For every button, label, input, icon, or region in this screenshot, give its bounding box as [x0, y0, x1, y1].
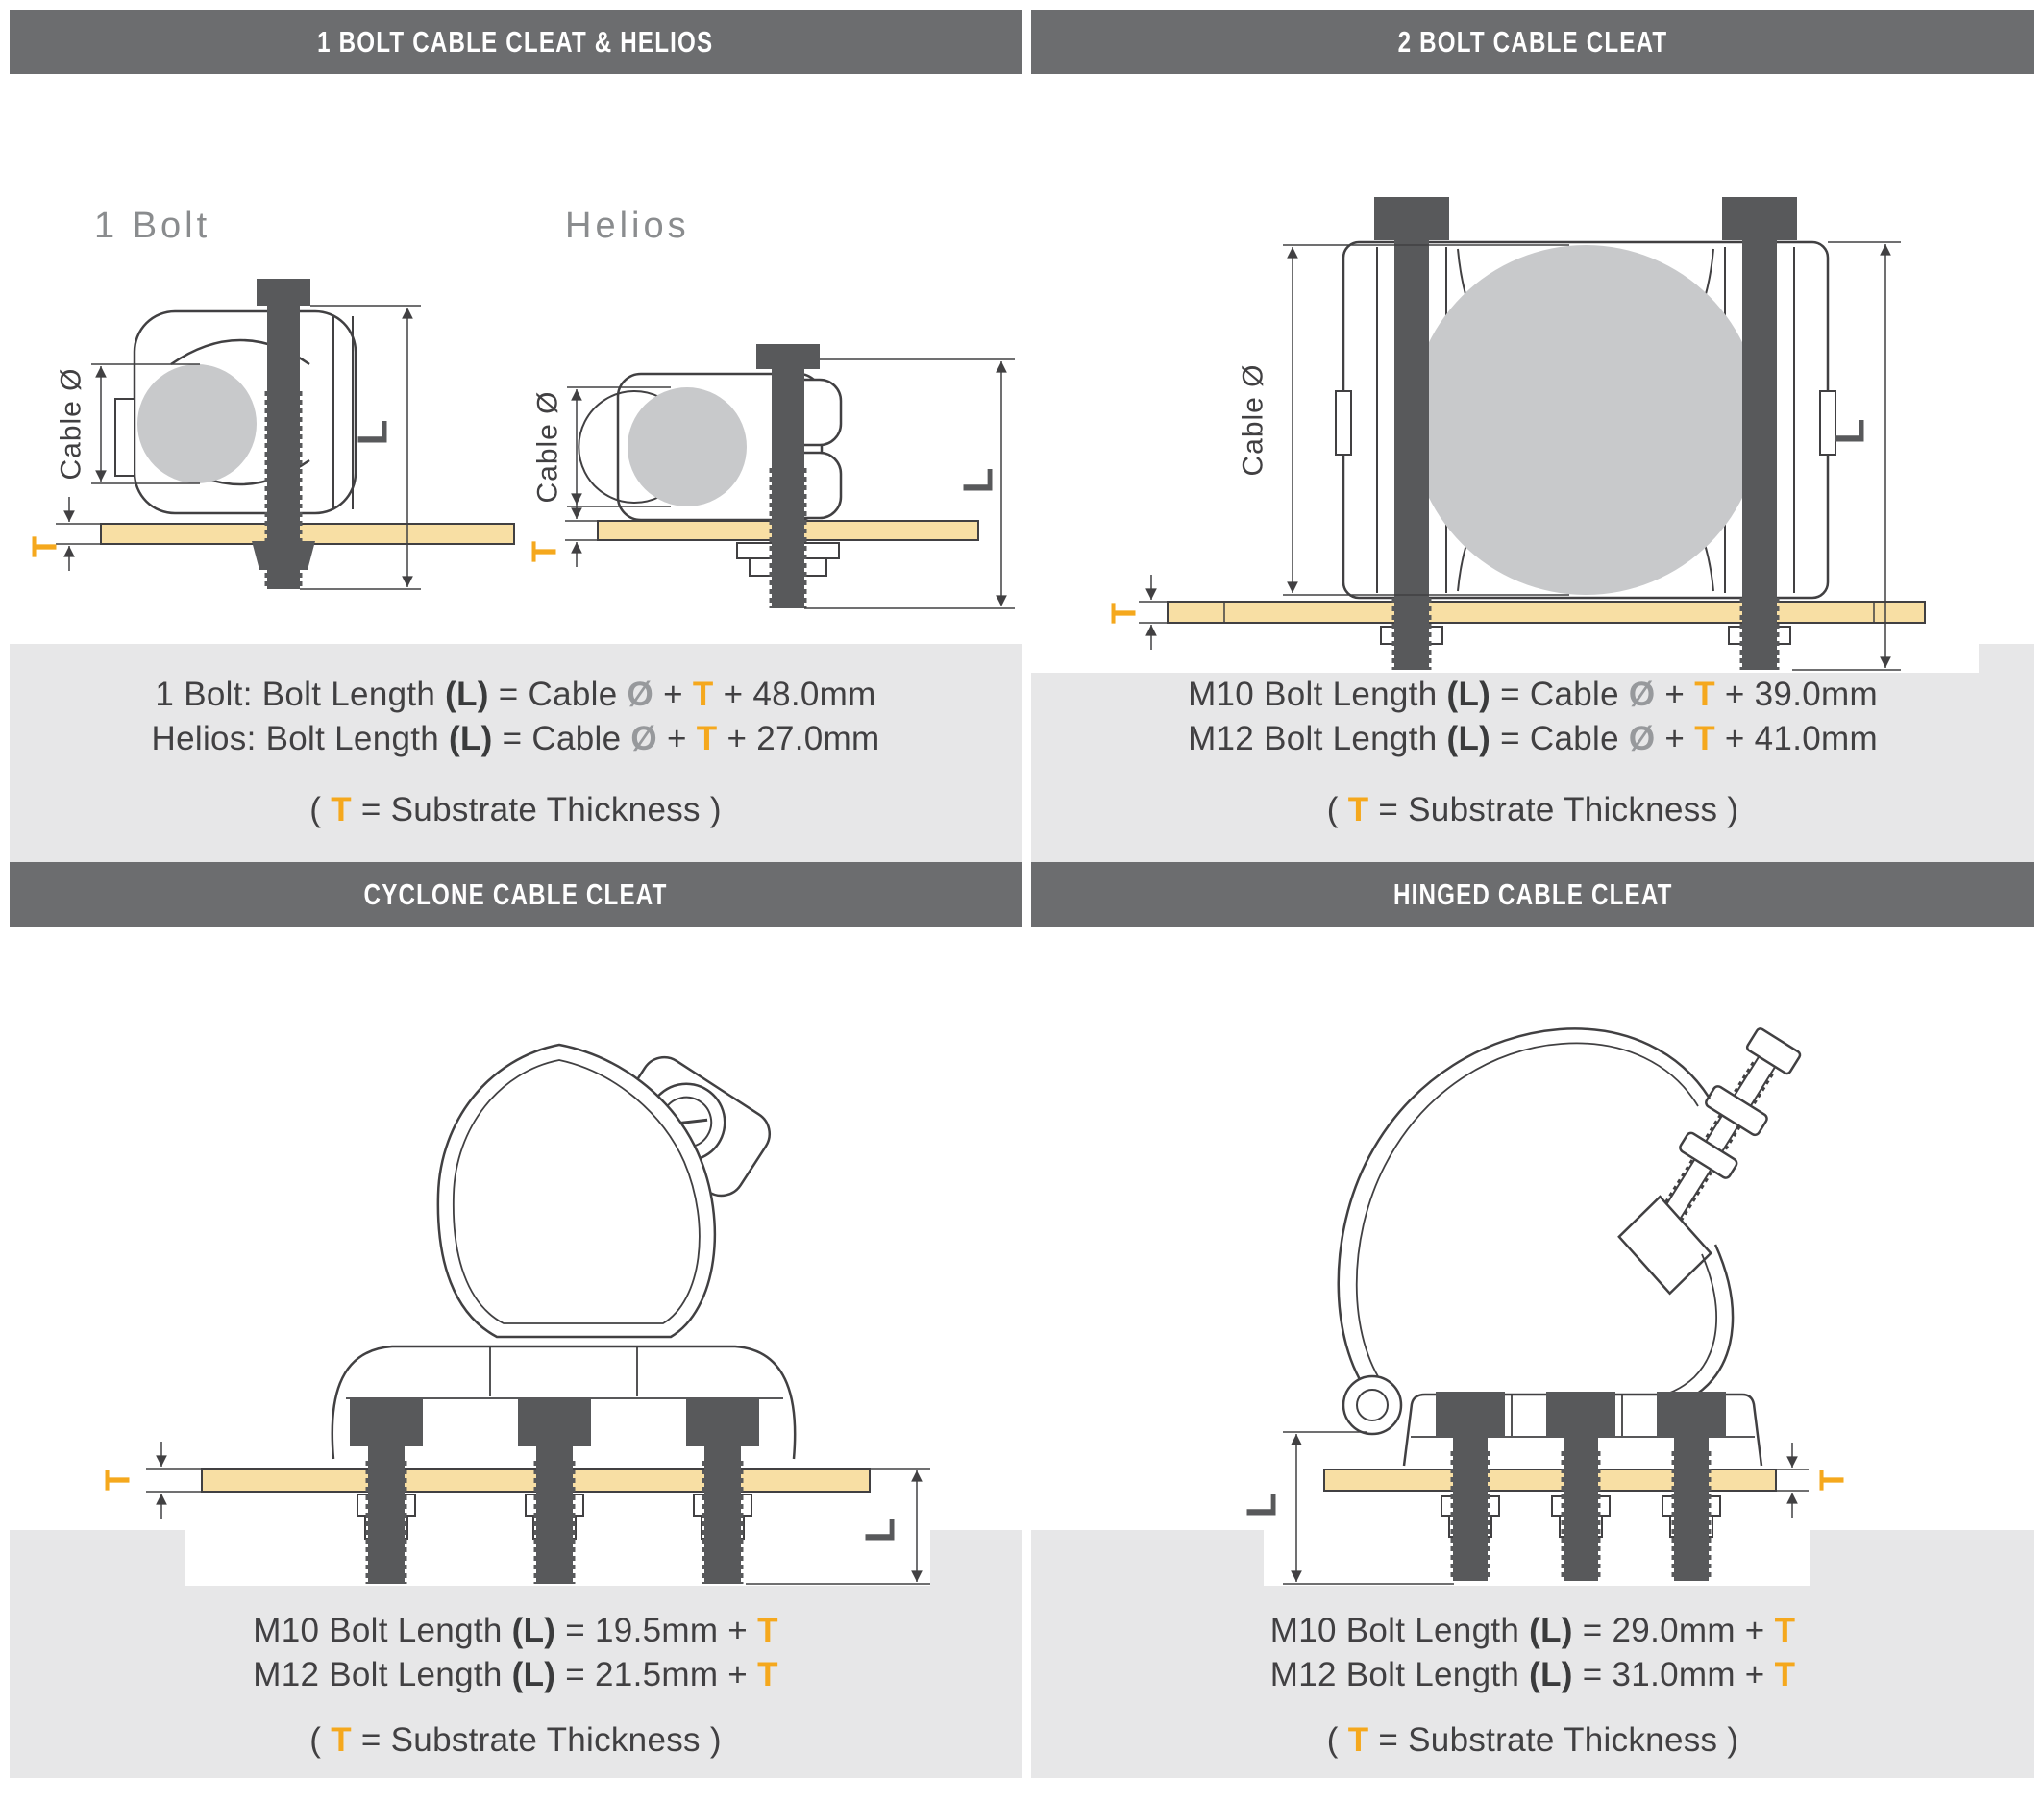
formula-line: M10 Bolt Length (L) = Cable Ø + T + 39.0…: [1188, 676, 1878, 713]
header-two-bolt-label: 2 BOLT CABLE CLEAT: [1397, 24, 1668, 59]
bolt-head: [518, 1398, 591, 1446]
formula-note: ( T = Substrate Thickness ): [309, 1721, 722, 1759]
bolt-length-label: L: [955, 468, 1002, 494]
bolt-shaft: [1564, 1437, 1598, 1581]
header-one-bolt: 1 BOLT CABLE CLEAT & HELIOS: [10, 10, 1022, 74]
header-hinged-label: HINGED CABLE CLEAT: [1392, 877, 1673, 911]
one-bolt-diagram-label: 1 Bolt: [94, 206, 210, 246]
cable-diameter-label: Cable Ø: [1238, 363, 1269, 476]
substrate-bar: [1167, 601, 1926, 624]
cable-diameter-label: Cable Ø: [532, 390, 564, 503]
bolt-shaft: [368, 1446, 405, 1584]
hinged-diagram: T L: [1239, 1027, 1852, 1585]
formula-line: M12 Bolt Length (L) = Cable Ø + T + 41.0…: [1188, 720, 1878, 757]
header-hinged: HINGED CABLE CLEAT: [1031, 862, 2034, 927]
bolt-shaft: [1394, 240, 1429, 670]
bolt-shaft: [536, 1446, 573, 1584]
thickness-label: T: [1104, 603, 1144, 624]
bolt-length-label: L: [1827, 419, 1874, 445]
header-cyclone: CYCLONE CABLE CLEAT: [10, 862, 1022, 927]
formula-panel-one-bolt-bg: [10, 644, 1022, 862]
thickness-label: T: [25, 536, 64, 557]
bolt-head: [1374, 197, 1449, 240]
bolt-shaft: [1453, 1437, 1488, 1581]
formula-note: ( T = Substrate Thickness ): [1326, 791, 1739, 828]
formula-line: M10 Bolt Length (L) = 19.5mm + T: [253, 1612, 778, 1649]
bolt-head: [1657, 1392, 1726, 1437]
hinged-diagram-overhang: [1264, 1530, 1810, 1586]
formula-note: ( T = Substrate Thickness ): [309, 791, 722, 828]
formula-block-hinged: M10 Bolt Length (L) = 29.0mm + T M12 Bol…: [1031, 1530, 2034, 1763]
cable-cross-section: [137, 364, 257, 483]
formula-block-cyclone: M10 Bolt Length (L) = 19.5mm + T M12 Bol…: [10, 1530, 1022, 1763]
bolt-shaft: [704, 1446, 741, 1584]
bolt-head: [756, 344, 820, 369]
formula-panel-two-bolt-bg: [1031, 644, 2034, 862]
bolt-head: [686, 1398, 759, 1446]
thickness-label: T: [525, 541, 564, 562]
cable-diameter-label: Cable Ø: [56, 367, 87, 480]
cable-cross-section: [628, 387, 747, 506]
formula-line: M12 Bolt Length (L) = 31.0mm + T: [1269, 1656, 1796, 1693]
formula-line: M10 Bolt Length (L) = 29.0mm + T: [1269, 1612, 1796, 1649]
bolt-shaft: [1674, 1437, 1709, 1581]
bolt-length-label: L: [1239, 1493, 1286, 1519]
header-cyclone-label: CYCLONE CABLE CLEAT: [363, 877, 668, 911]
two-bolt-diagram-overhang: [1031, 644, 1979, 673]
formula-block-one-bolt: 1 Bolt: Bolt Length (L) = Cable Ø + T + …: [10, 644, 1022, 832]
bolt-head: [257, 279, 310, 306]
bolt-shaft: [1742, 240, 1777, 670]
formula-note: ( T = Substrate Thickness ): [1326, 1721, 1739, 1759]
bolt-head: [350, 1398, 423, 1446]
substrate-bar: [1323, 1469, 1777, 1492]
thickness-label: T: [1812, 1470, 1852, 1491]
formula-line: Helios: Bolt Length (L) = Cable Ø + T + …: [151, 720, 880, 757]
bolt-head: [1546, 1392, 1615, 1437]
formula-line: M12 Bolt Length (L) = 21.5mm + T: [253, 1656, 778, 1693]
bolt-head: [1722, 197, 1797, 240]
thickness-label: T: [98, 1470, 137, 1491]
cable-cross-section: [1411, 245, 1761, 595]
formula-line: 1 Bolt: Bolt Length (L) = Cable Ø + T + …: [155, 676, 876, 713]
one-bolt-helios-diagram: 1 Bolt T L Cable Ø Helios T: [25, 206, 1015, 609]
bolt-length-label: L: [350, 420, 397, 446]
helios-diagram-label: Helios: [565, 206, 690, 246]
header-one-bolt-label: 1 BOLT CABLE CLEAT & HELIOS: [317, 24, 714, 59]
header-two-bolt: 2 BOLT CABLE CLEAT: [1031, 10, 2034, 74]
bolt-head: [1436, 1392, 1505, 1437]
cleat-body: [436, 1043, 717, 1339]
bolt-shaft: [772, 369, 804, 608]
latch-mechanism: [1617, 1027, 1802, 1296]
cyclone-diagram: T L: [98, 1043, 930, 1585]
two-bolt-diagram: T Cable Ø L: [1104, 197, 1926, 671]
formula-block-two-bolt: M10 Bolt Length (L) = Cable Ø + T + 39.0…: [1031, 644, 2034, 832]
cleat-hoop: [1337, 1027, 1712, 1395]
bolt-length-label: L: [857, 1518, 904, 1544]
bolt-shaft: [267, 306, 300, 589]
substrate-bar: [100, 523, 515, 545]
